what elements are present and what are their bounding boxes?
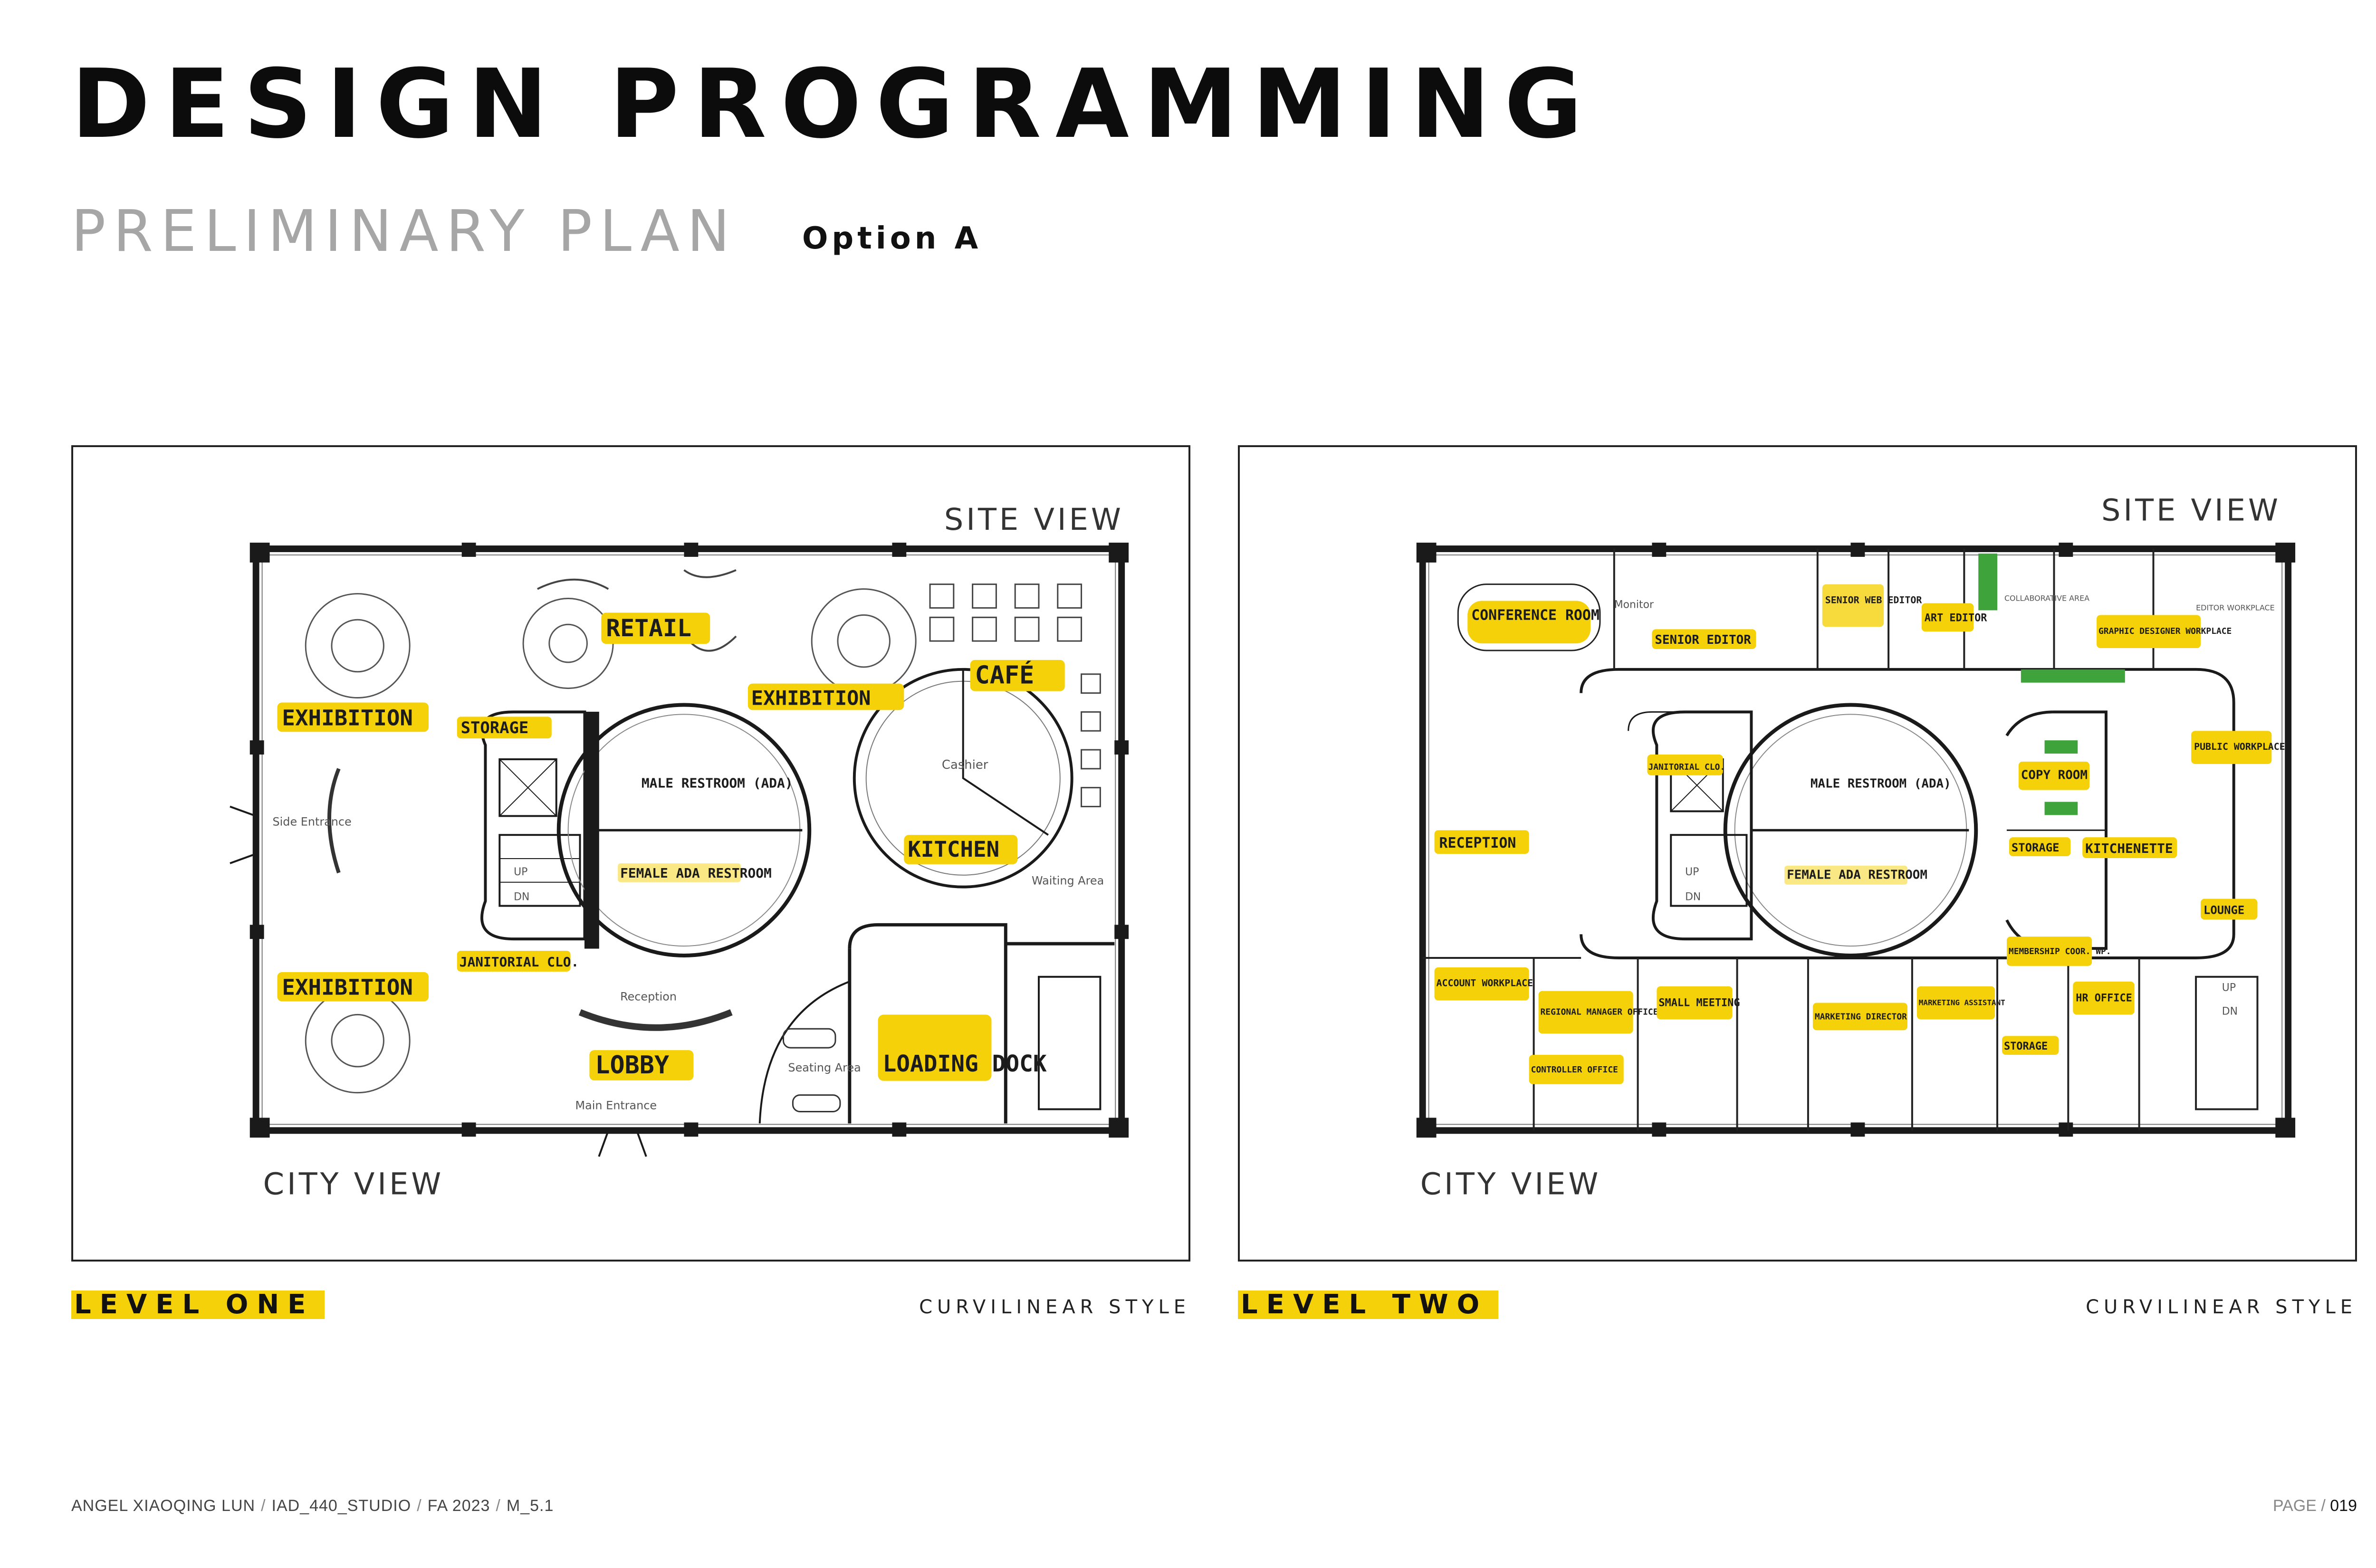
room-art-editor: ART EDITOR: [1925, 612, 1988, 624]
room-lobby: LOBBY: [595, 1051, 669, 1080]
footer-page-label: PAGE /: [2272, 1497, 2326, 1515]
page-title: DESIGN PROGRAMMING: [71, 49, 1597, 160]
footer-module: M_5.1: [506, 1497, 554, 1515]
room-kitchenette: KITCHENETTE: [2085, 841, 2173, 856]
room-public-workplace: PUBLIC WORKPLACE: [2194, 741, 2285, 752]
note-stair-up-3: UP: [2222, 982, 2236, 994]
room-marketing-assistant: MARKETING ASSISTANT: [1919, 998, 2005, 1007]
footer-term: FA 2023: [427, 1497, 490, 1515]
page-subtitle: PRELIMINARY PLAN: [71, 199, 738, 265]
room-retail: RETAIL: [606, 614, 691, 642]
note-editor-workplace: EDITOR WORKPLACE: [2196, 603, 2275, 612]
footer-page-number: 019: [2330, 1497, 2357, 1515]
room-labels: EXHIBITION EXHIBITION EXHIBITION RETAIL …: [277, 612, 1065, 1081]
room-senior-editor: SENIOR EDITOR: [1655, 633, 1751, 647]
room-exhibition-1: EXHIBITION: [282, 705, 413, 730]
level-one-plan-drawing: SITE VIEW CITY VIEW: [230, 502, 1129, 1202]
note-main-entrance: Main Entrance: [575, 1099, 657, 1112]
room-graphic-designer: GRAPHIC DESIGNER WORKPLACE: [2098, 626, 2232, 636]
note-seating-area: Seating Area: [788, 1061, 861, 1074]
planters: [1978, 553, 2125, 815]
room-hr-office: HR OFFICE: [2076, 993, 2132, 1004]
room-exhibition-3: EXHIBITION: [751, 686, 871, 709]
room-female-restroom: FEMALE ADA RESTROOM: [620, 865, 772, 881]
room-janitorial-2: JANITORIAL CLO.: [1648, 762, 1725, 772]
note-waiting-area: Waiting Area: [1032, 874, 1104, 888]
room-male-restroom: MALE RESTROOM (ADA): [642, 775, 793, 791]
site-view-label: SITE VIEW: [944, 502, 1124, 537]
level-two-plan-drawing: SITE VIEW CITY VIEW: [1416, 493, 2296, 1202]
room-storage: STORAGE: [461, 718, 529, 737]
room-janitorial: JANITORIAL CLO.: [460, 954, 579, 970]
room-exhibition-2: EXHIBITION: [282, 975, 413, 1000]
room-lounge: LOUNGE: [2204, 903, 2244, 917]
central-core: [480, 703, 812, 957]
note-stair-down-2: DN: [1685, 891, 1701, 903]
level-two-floor-plan: SITE VIEW CITY VIEW: [1238, 445, 2357, 1262]
note-stair-up-2: UP: [1685, 866, 1699, 878]
level-one-style-label: CURVILINEAR STYLE: [919, 1296, 1190, 1318]
city-view-label: CITY VIEW: [263, 1167, 444, 1202]
room-kitchen: KITCHEN: [908, 837, 999, 862]
note-collaborative: COLLABORATIVE AREA: [2004, 593, 2089, 602]
loading-dock-walls: [758, 923, 1115, 1124]
room-male-restroom-2: MALE RESTROOM (ADA): [1811, 777, 1951, 791]
site-view-label-2: SITE VIEW: [2101, 493, 2281, 528]
columns-2: [1416, 543, 2296, 1138]
note-stair-up: UP: [514, 866, 527, 878]
footer-author: ANGEL XIAOQING LUN: [71, 1497, 256, 1515]
curvilinear-corridor: [1580, 668, 2235, 959]
level-one-label: LEVEL ONE: [71, 1291, 325, 1319]
kitchen-circle: [853, 668, 1073, 889]
level-two-label: LEVEL TWO: [1238, 1291, 1499, 1319]
room-reception: RECEPTION: [1439, 835, 1516, 851]
room-loading-dock: LOADING DOCK: [883, 1051, 1047, 1077]
room-regional-manager: REGIONAL MANAGER OFFICE: [1541, 1007, 1658, 1017]
room-storage-3: STORAGE: [2004, 1041, 2048, 1052]
room-marketing-director: MARKETING DIRECTOR: [1815, 1012, 1907, 1022]
note-stair-down: DN: [514, 891, 529, 903]
room-cafe: CAFÉ: [975, 661, 1035, 690]
plan-notes: Side Entrance Main Entrance Reception Ca…: [273, 758, 1104, 1112]
bottom-offices: [1422, 956, 2259, 1131]
room-storage-2: STORAGE: [2012, 841, 2060, 854]
exhibition-displays: [305, 588, 917, 1094]
footer-course: IAD_440_STUDIO: [271, 1497, 412, 1515]
room-senior-web-editor: SENIOR WEB EDITOR: [1825, 594, 1922, 605]
level-one-floor-plan: SITE VIEW CITY VIEW: [71, 445, 1190, 1262]
room-account-workplace: ACCOUNT WORKPLACE: [1437, 978, 1533, 989]
note-cashier: Cashier: [942, 758, 988, 772]
room-small-meeting: SMALL MEETING: [1658, 997, 1740, 1009]
note-stair-down-3: DN: [2222, 1005, 2238, 1017]
room-copy-room: COPY ROOM: [2021, 768, 2088, 783]
room-labels-2: CONFERENCE ROOM Monitor SENIOR EDITOR SE…: [1434, 584, 2285, 1084]
seating-sofas: [783, 1028, 841, 1112]
columns: [249, 543, 1129, 1138]
room-conference: CONFERENCE ROOM: [1471, 607, 1600, 623]
plan-notes-2: UP DN UP DN: [1685, 866, 2238, 1018]
note-reception: Reception: [620, 990, 677, 1004]
note-side-entrance: Side Entrance: [273, 815, 352, 828]
city-view-label-2: CITY VIEW: [1420, 1167, 1601, 1202]
note-monitor: Monitor: [1614, 599, 1654, 611]
option-label: Option A: [802, 221, 982, 256]
cafe-tables: [929, 583, 1101, 807]
level-two-style-label: CURVILINEAR STYLE: [2086, 1296, 2357, 1318]
footer-credits: ANGEL XIAOQING LUN/IAD_440_STUDIO/FA 202…: [71, 1497, 554, 1515]
room-membership: MEMBERSHIP COOR. WP.: [2009, 947, 2111, 956]
footer-page: PAGE / 019: [2273, 1497, 2357, 1515]
room-female-restroom-2: FEMALE ADA RESTROOM: [1787, 868, 1927, 882]
room-controller-office: CONTROLLER OFFICE: [1531, 1065, 1618, 1075]
